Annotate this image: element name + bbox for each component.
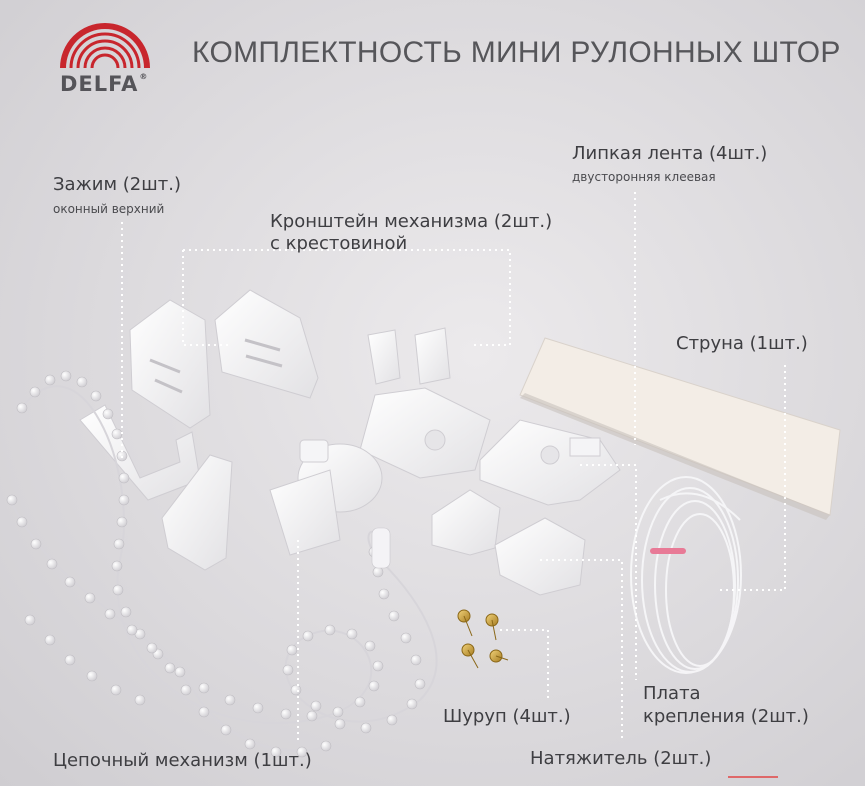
chain-cylinder: [269, 439, 383, 556]
screw-label: Шуруп (4шт.): [443, 706, 571, 727]
string-label: Струна (1шт.): [676, 333, 808, 354]
tensioners: [431, 489, 586, 596]
tape-sublabel: двусторонняя клеевая: [572, 170, 716, 184]
mounting-plates: [359, 387, 621, 506]
leader-lines: [121, 192, 786, 742]
cross-pins: [367, 327, 451, 385]
page-title: КОМПЛЕКТНОСТЬ МИНИ РУЛОННЫХ ШТОР: [192, 36, 841, 69]
chain-label: Цепочный механизм (1шт.): [53, 750, 312, 771]
bead-chain: [6, 370, 438, 758]
clamp-label: Зажим (2шт.): [53, 174, 181, 195]
red-underline-mark: [728, 776, 778, 778]
bracket-label: Кронштейн механизма (2шт.): [270, 211, 553, 232]
clamp-sublabel: оконный верхний: [53, 202, 165, 216]
adhesive-tape: [519, 337, 841, 520]
delfa-logo: [60, 23, 150, 69]
bracket-sublabel: с крестовиной: [270, 233, 408, 254]
window-clamps: [129, 289, 319, 429]
u-clamp-pieces: [79, 404, 233, 571]
screws: [457, 609, 509, 669]
plate-label: Плата: [643, 683, 701, 704]
plate-sublabel: крепления (2шт.): [643, 706, 809, 727]
tensioner-label: Натяжитель (2шт.): [530, 748, 712, 769]
logo-wordmark: DELFA®: [60, 72, 149, 96]
string-coil: [630, 476, 742, 674]
tape-label: Липкая лента (4шт.): [572, 143, 768, 164]
